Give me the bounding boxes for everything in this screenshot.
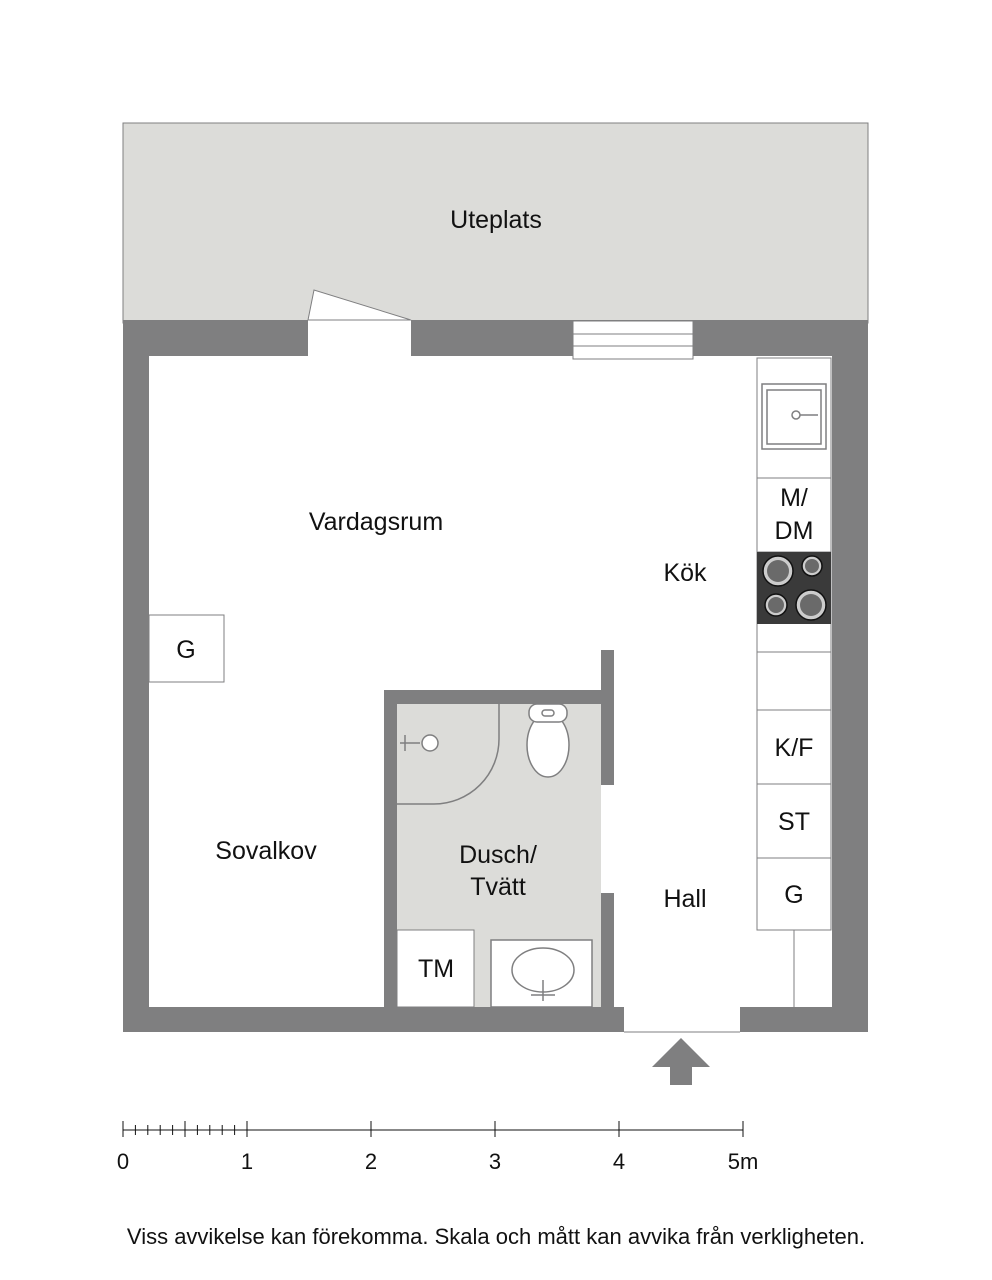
unit-label-closet-left: G (176, 636, 195, 664)
room-label-terrace: Uteplats (450, 206, 542, 234)
entrance-arrow-icon (652, 1038, 710, 1085)
room-label-bath-line1: Dusch/ (459, 841, 537, 869)
room-label-living: Vardagsrum (309, 508, 443, 536)
unit-label-washer: TM (418, 955, 454, 983)
unit-label-dishwasher-line2: DM (775, 517, 814, 545)
bathroom-walls (384, 650, 614, 1008)
wardrobe-left (148, 614, 225, 683)
scale-tick-1: 1 (241, 1149, 253, 1174)
scale-tick-2: 2 (365, 1149, 377, 1174)
unit-label-dishwasher-line1: M/ (780, 484, 808, 512)
washing-machine (396, 929, 475, 1008)
room-label-hall: Hall (663, 885, 706, 913)
window (572, 320, 694, 360)
room-label-sleeping: Sovalkov (215, 837, 317, 865)
disclaimer: Viss avvikelse kan förekomma. Skala och … (126, 1224, 866, 1249)
scale-tick-3: 3 (489, 1149, 501, 1174)
kitchen-sink-icon (761, 383, 827, 450)
room-label-bath-line2: Tvätt (470, 873, 526, 901)
stove-icon (757, 552, 831, 624)
scale-tick-5: 5m (728, 1149, 759, 1174)
washbasin-icon (490, 939, 593, 1008)
scale-bar (122, 1121, 744, 1137)
terrace-door-opening (308, 319, 411, 357)
toilet-icon (526, 703, 570, 778)
kitchen-counter (756, 357, 832, 1007)
shower-head-icon (400, 734, 439, 752)
terrace-door-leaf (307, 289, 412, 321)
entrance-door-opening (624, 1006, 740, 1033)
scale-tick-0: 0 (117, 1149, 129, 1174)
unit-label-fridge: K/F (775, 734, 814, 762)
scale-tick-4: 4 (613, 1149, 625, 1174)
unit-label-cleaning: ST (778, 808, 810, 836)
unit-label-closet-right: G (784, 881, 803, 909)
terrace-area (122, 122, 869, 324)
room-label-kitchen: Kök (663, 559, 707, 587)
shower-enclosure (397, 704, 500, 805)
